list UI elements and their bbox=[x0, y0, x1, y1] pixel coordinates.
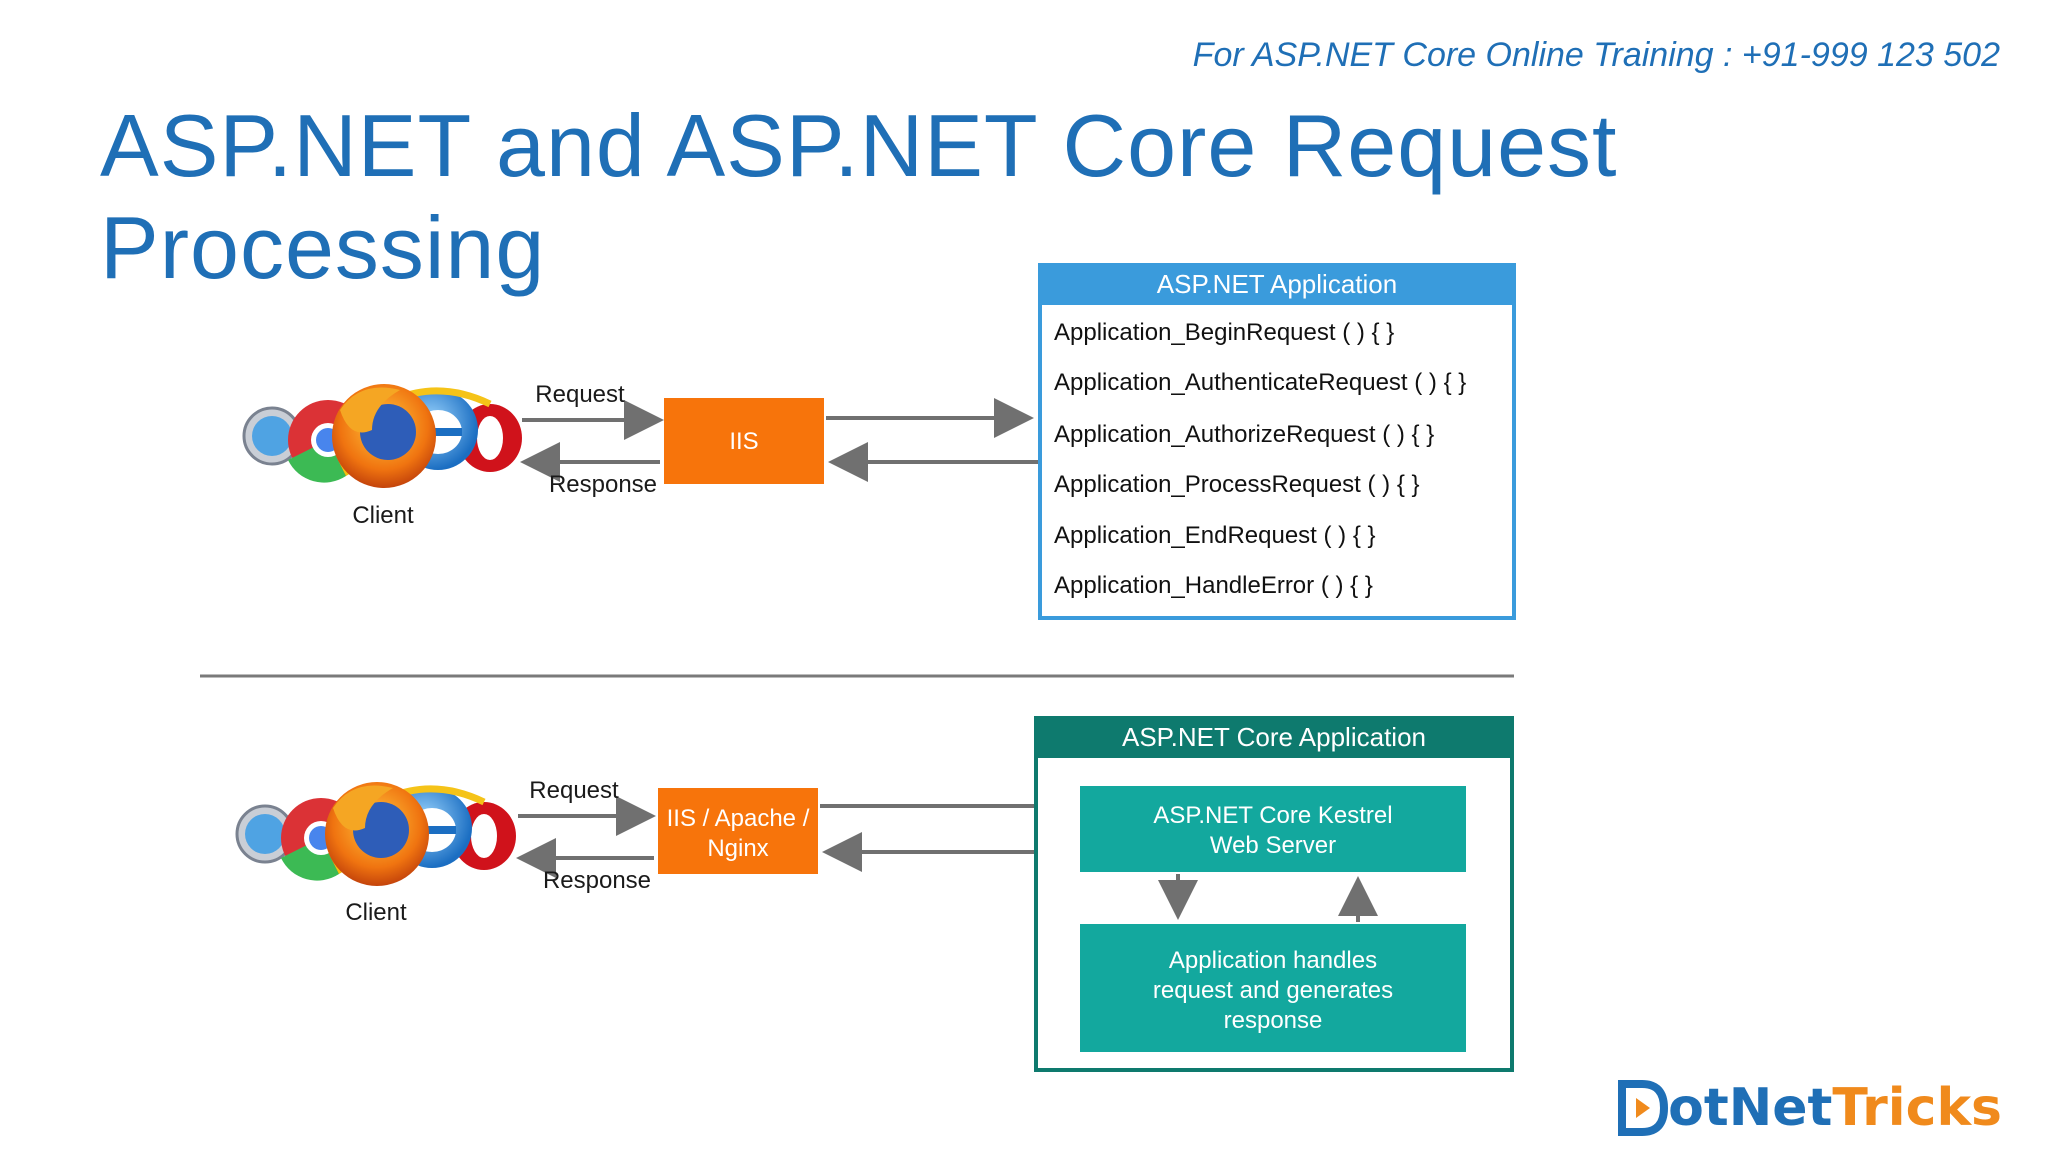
firefox-icon bbox=[325, 782, 429, 886]
aspnet-application-box: ASP.NET Application Application_BeginReq… bbox=[1038, 263, 1516, 620]
kestrel-server-box: ASP.NET Core Kestrel Web Server bbox=[1080, 786, 1466, 872]
response-label-top: Response bbox=[549, 471, 657, 498]
handler-label-line1: Application handles bbox=[1169, 947, 1377, 974]
web-server-label-line1: IIS / Apache / bbox=[667, 805, 810, 832]
logo-text-net: otNet bbox=[1668, 1078, 1833, 1138]
method-process-request: Application_ProcessRequest ( ) { } bbox=[1054, 471, 1420, 498]
client-label-top: Client bbox=[352, 502, 414, 529]
client-label-bottom: Client bbox=[345, 899, 407, 926]
safari-icon bbox=[235, 804, 295, 864]
firefox-icon bbox=[332, 384, 436, 488]
handler-label-line3: response bbox=[1224, 1007, 1323, 1034]
kestrel-label-line2: Web Server bbox=[1210, 832, 1336, 859]
method-handle-error: Application_HandleError ( ) { } bbox=[1054, 572, 1373, 599]
handler-label-line2: request and generates bbox=[1153, 977, 1393, 1004]
aspnet-core-app-title: ASP.NET Core Application bbox=[1122, 722, 1426, 752]
method-authorize-request: Application_AuthorizeRequest ( ) { } bbox=[1054, 421, 1434, 448]
application-handler-box: Application handles request and generate… bbox=[1080, 924, 1466, 1052]
aspnet-app-title: ASP.NET Application bbox=[1157, 269, 1397, 299]
request-label-bottom: Request bbox=[529, 777, 619, 804]
browser-icons-bottom bbox=[235, 782, 516, 886]
response-label-bottom: Response bbox=[543, 867, 651, 894]
logo-text-tricks: Tricks bbox=[1832, 1078, 2002, 1138]
training-banner: For ASP.NET Core Online Training : +91-9… bbox=[1192, 36, 2000, 74]
web-server-label-line2: Nginx bbox=[707, 835, 768, 862]
kestrel-label-line1: ASP.NET Core Kestrel bbox=[1153, 802, 1392, 829]
iis-label: IIS bbox=[729, 428, 758, 455]
request-label-top: Request bbox=[535, 381, 625, 408]
browser-icons-top bbox=[242, 384, 522, 488]
page-title: ASP.NET and ASP.NET Core Request Process… bbox=[100, 96, 1618, 297]
method-authenticate-request: Application_AuthenticateRequest ( ) { } bbox=[1054, 369, 1466, 396]
web-server-box: IIS / Apache / Nginx bbox=[658, 788, 818, 874]
play-d-icon bbox=[1618, 1080, 1669, 1136]
iis-server-box: IIS bbox=[664, 398, 824, 484]
method-begin-request: Application_BeginRequest ( ) { } bbox=[1054, 319, 1394, 346]
aspnet-core-application-box: ASP.NET Core Application ASP.NET Core Ke… bbox=[1034, 716, 1514, 1072]
method-end-request: Application_EndRequest ( ) { } bbox=[1054, 522, 1376, 549]
